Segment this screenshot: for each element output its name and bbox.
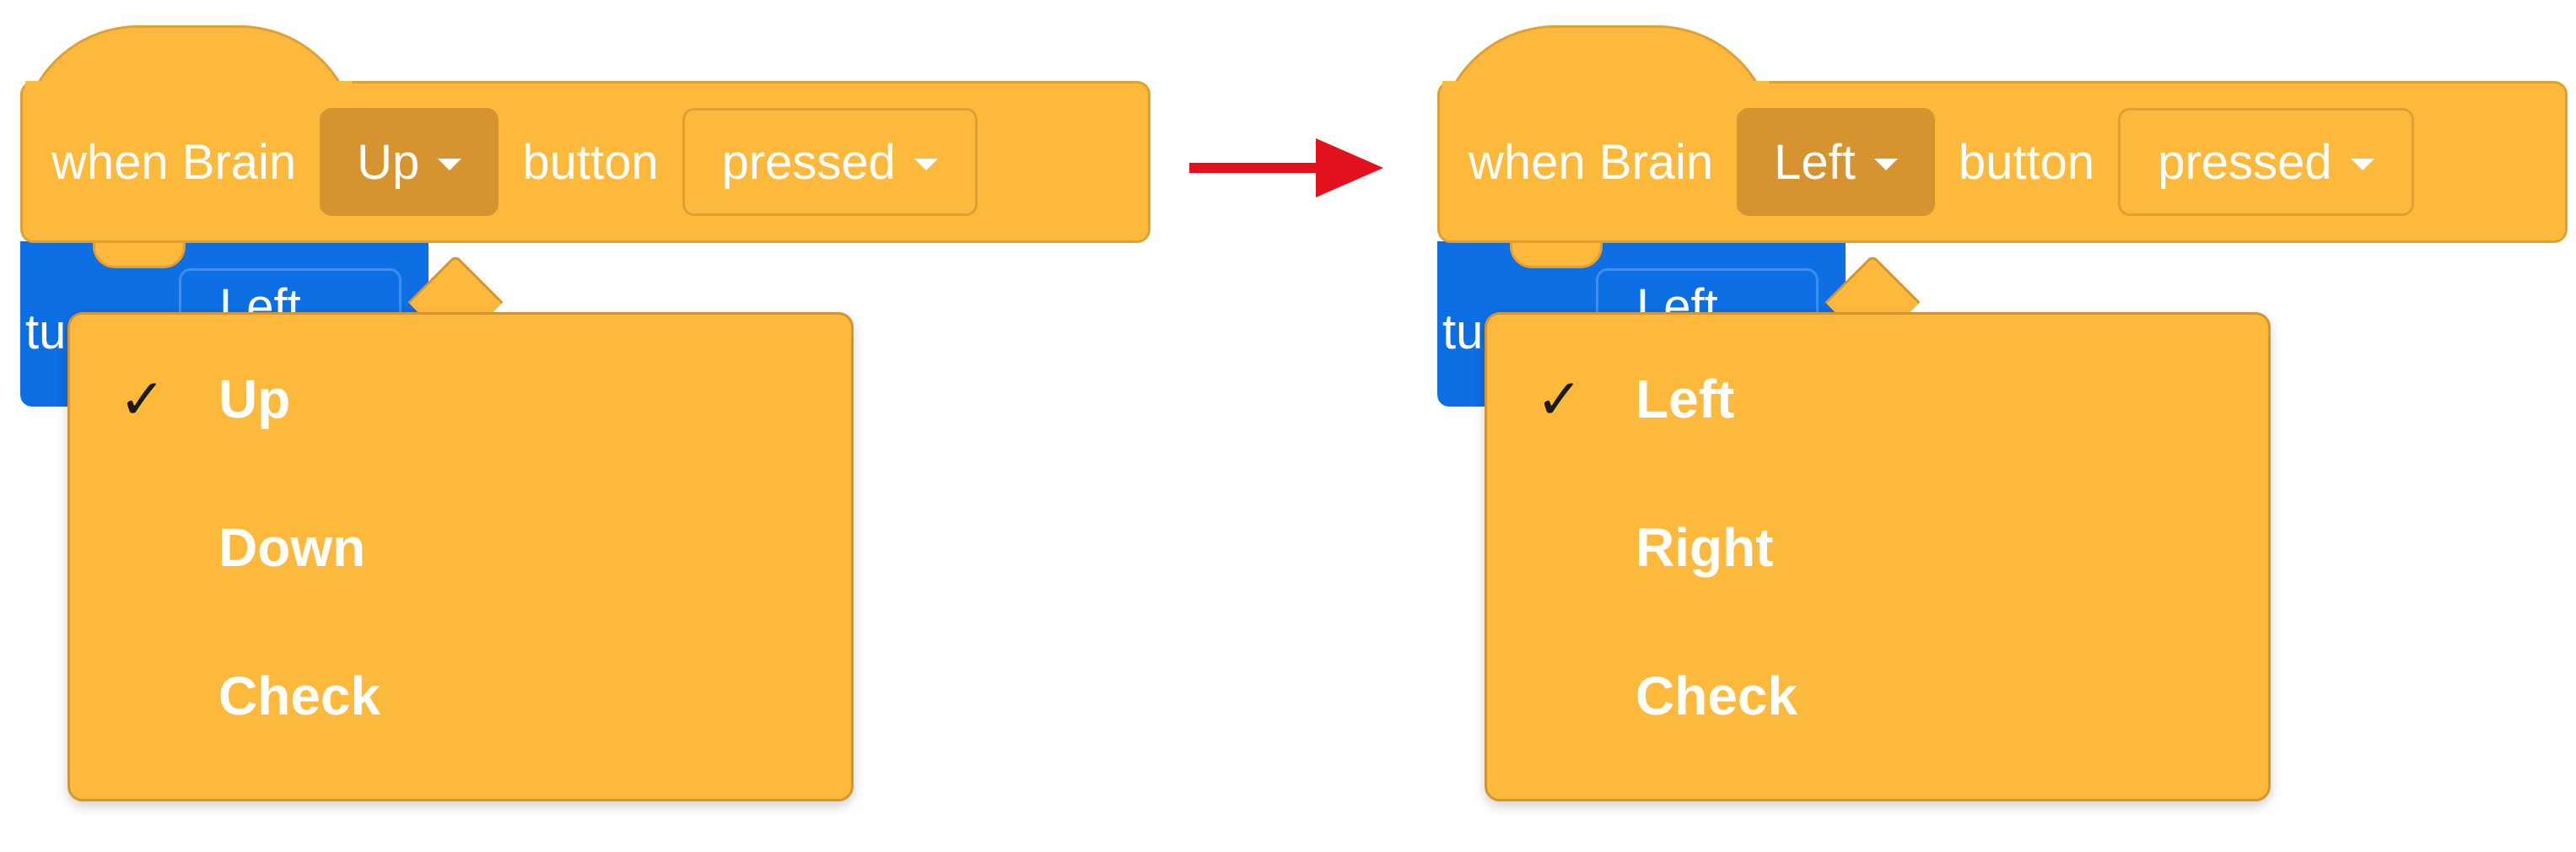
when-brain-button-block[interactable]: when Brain Up button pressed <box>20 81 1151 243</box>
menu-item-label: Check <box>1636 666 1798 726</box>
menu-item-label: Down <box>218 517 366 578</box>
block-notch <box>1510 240 1603 268</box>
caret-down-icon <box>438 159 462 170</box>
state-dropdown-value: pressed <box>721 134 896 190</box>
button-dropdown-menu: ✓ Up Down Check <box>67 312 854 801</box>
block-notch <box>93 240 186 268</box>
state-dropdown[interactable]: pressed <box>2118 108 2414 216</box>
state-dropdown[interactable]: pressed <box>682 108 978 216</box>
block-prefix-label: when Brain <box>1469 134 1714 190</box>
button-dropdown[interactable]: Left <box>1737 108 1935 216</box>
turn-block-label: tu <box>1442 305 1484 359</box>
menu-item-up[interactable]: ✓ Up <box>70 332 851 466</box>
caret-down-icon <box>1873 159 1898 170</box>
caret-down-icon <box>913 159 938 170</box>
menu-item-label: Up <box>218 369 291 429</box>
hat-seam <box>1442 81 1770 88</box>
state-dropdown-value: pressed <box>2158 134 2332 190</box>
menu-item-label: Check <box>218 666 381 726</box>
panel-before: tu Left when Brain Up button pressed ✓ U… <box>0 0 1164 852</box>
menu-item-right[interactable]: Right <box>1487 480 2268 615</box>
panel-after: tu Left when Brain Left button pressed ✓… <box>1417 0 2576 852</box>
caret-down-icon <box>2350 159 2374 170</box>
when-brain-button-block[interactable]: when Brain Left button pressed <box>1437 81 2568 243</box>
hat-seam <box>25 81 353 88</box>
button-dropdown-value: Up <box>357 134 420 190</box>
check-icon: ✓ <box>1536 367 1583 430</box>
button-dropdown-menu: ✓ Left Right Check <box>1485 312 2271 801</box>
button-dropdown[interactable]: Up <box>320 108 499 216</box>
menu-item-check[interactable]: Check <box>1487 628 2268 763</box>
menu-item-check[interactable]: Check <box>70 628 851 763</box>
block-middle-label: button <box>522 134 659 190</box>
block-middle-label: button <box>1958 134 2095 190</box>
block-prefix-label: when Brain <box>51 134 297 190</box>
button-dropdown-value: Left <box>1774 134 1856 190</box>
menu-item-label: Left <box>1636 369 1735 429</box>
menu-item-down[interactable]: Down <box>70 480 851 615</box>
menu-item-left[interactable]: ✓ Left <box>1487 332 2268 466</box>
check-icon: ✓ <box>119 367 166 430</box>
menu-item-label: Right <box>1636 517 1774 578</box>
arrow-right-icon <box>1189 138 1383 197</box>
turn-block-label: tu <box>25 305 67 359</box>
